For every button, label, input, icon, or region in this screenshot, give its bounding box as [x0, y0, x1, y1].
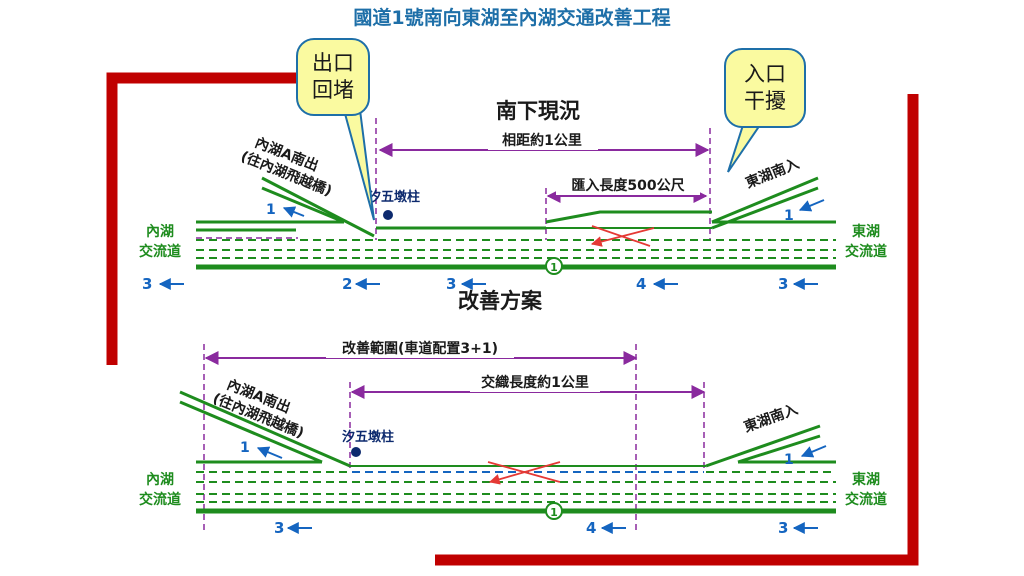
frame-bottom-right: [435, 94, 919, 566]
improved-entry-lane-arrow: [800, 445, 827, 458]
improved-highway-shield: [545, 502, 563, 520]
current-left-end-label-line2: 交流道: [139, 243, 181, 260]
improved-section-title: 改善方案: [458, 289, 543, 313]
improved-left-end-label-line1: 內湖: [146, 472, 174, 488]
range-label-bg: [326, 338, 514, 358]
current-exit-lane-count: 1: [266, 202, 276, 218]
entry-interference-callout: 入口 干擾: [724, 48, 806, 128]
current-right-end-label-line1: 東湖: [852, 223, 880, 240]
current-highway-shield: [545, 257, 563, 275]
current-entry-lane-count: 1: [784, 208, 794, 224]
exit-callout-line1: 出口: [312, 51, 354, 75]
current-lane-count-5: 3: [778, 275, 788, 293]
current-lane-counts: 3 2 3 4 3: [142, 275, 788, 293]
improved-exit-ramp-outer: [179, 390, 351, 468]
current-exit-ramp-label: 內湖A南出 (往內湖飛越橋): [238, 131, 341, 200]
entry-callout-tail: [727, 121, 764, 173]
improved-entry-ramp-outer: [705, 424, 821, 468]
current-cross-b: [590, 227, 655, 247]
weave-label: 交織長度約1公里: [481, 374, 589, 391]
improved-entry-ramp-label: 東湖南入: [742, 401, 800, 436]
merge-length-label: 匯入長度500公尺: [571, 177, 684, 194]
entry-ramp-outer: [711, 176, 819, 224]
improved-exit-ramp-inner: [179, 400, 323, 464]
improved-entry-lane-count: 1: [784, 452, 794, 468]
current-pier-label: 汐五墩柱: [368, 189, 420, 205]
entry-callout-line1: 入口: [744, 62, 786, 86]
exit-backup-callout: 出口 回堵: [296, 38, 370, 116]
current-left-end-label-line1: 內湖: [146, 224, 174, 240]
current-mainline-top-taper: [545, 210, 712, 224]
current-pier-dot: [383, 210, 393, 220]
page-title: 國道1號南向東湖至內湖交通改善工程: [353, 6, 670, 29]
improved-highway-shield-number: 1: [550, 506, 558, 519]
weave-label-bg: [470, 372, 600, 392]
current-lane-count-2: 2: [342, 275, 352, 293]
improved-right-end-label-line2: 交流道: [845, 491, 887, 508]
exit-ramp-inner: [261, 186, 345, 224]
improved-pier-dot: [351, 447, 361, 457]
exit-callout-line2: 回堵: [312, 78, 354, 102]
improved-exit-ramp-label: 內湖A南出 (往內湖飛越橋): [210, 373, 313, 442]
improved-lane-count-3: 3: [778, 519, 788, 537]
improved-exit-lane-arrow: [256, 446, 283, 459]
current-lane-count-4: 4: [636, 275, 646, 293]
range-label: 改善範圍(車道配置3+1): [342, 340, 498, 357]
current-entry-ramp-label: 東湖南入: [743, 155, 801, 192]
improved-lane-counts: 3 4 3: [274, 519, 788, 537]
distance-label-bg: [488, 130, 598, 150]
improved-right-end-label-line1: 東湖: [852, 471, 880, 488]
exit-ramp-outer: [261, 176, 375, 238]
improved-entry-ramp-inner: [737, 434, 821, 464]
current-entry-lane-arrow: [798, 199, 825, 212]
improved-lane-count-1: 3: [274, 519, 284, 537]
current-exit-lane-arrow: [282, 206, 305, 218]
frame-top-left: [106, 72, 296, 365]
improved-exit-lane-count: 1: [240, 440, 250, 456]
improved-lane-count-2: 4: [586, 519, 596, 537]
improved-pier-label: 汐五墩柱: [342, 429, 394, 445]
merge-length-label-bg: [556, 175, 700, 195]
exit-callout-tail: [342, 109, 375, 221]
distance-label: 相距約1公里: [502, 132, 582, 149]
current-right-end-label-line2: 交流道: [845, 243, 887, 260]
current-lane-count-3: 3: [446, 275, 456, 293]
improved-left-end-label-line2: 交流道: [139, 491, 181, 508]
entry-callout-line2: 干擾: [744, 89, 786, 113]
improved-cross-b: [488, 461, 561, 485]
current-highway-shield-number: 1: [550, 261, 558, 274]
current-lane-count-1: 3: [142, 275, 152, 293]
current-section-title: 南下現況: [496, 99, 580, 123]
